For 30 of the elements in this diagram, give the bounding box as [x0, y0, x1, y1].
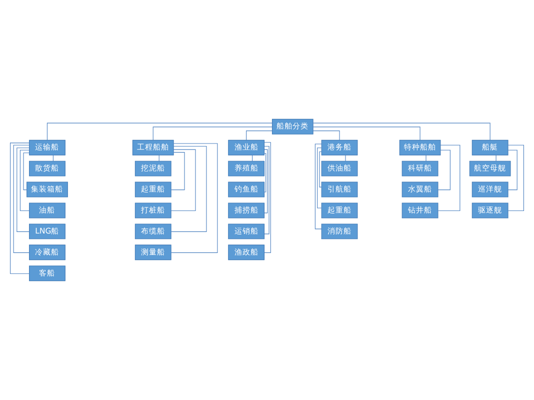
connector	[170, 152, 185, 190]
connector	[170, 149, 196, 212]
connector	[16, 148, 30, 232]
connector	[319, 151, 322, 188]
connector	[152, 126, 272, 140]
connector	[345, 154, 346, 162]
connector	[20, 150, 30, 212]
connector	[317, 148, 322, 208]
connector	[508, 144, 524, 212]
connector	[10, 142, 30, 274]
connector	[246, 130, 272, 140]
connector	[23, 152, 30, 190]
connector	[252, 154, 253, 162]
connector	[314, 144, 322, 230]
connector	[170, 143, 218, 253]
connector	[438, 144, 460, 212]
connector	[312, 130, 340, 140]
connector	[438, 150, 450, 190]
connector	[264, 149, 268, 214]
connector	[312, 122, 490, 140]
connector	[170, 146, 207, 232]
connector	[264, 153, 266, 192]
connector	[158, 154, 160, 162]
connector	[46, 122, 272, 140]
connector	[13, 144, 30, 253]
connector	[508, 150, 518, 190]
connector	[264, 142, 271, 253]
connector	[264, 146, 270, 234]
connector	[52, 154, 54, 162]
connector	[312, 126, 420, 140]
